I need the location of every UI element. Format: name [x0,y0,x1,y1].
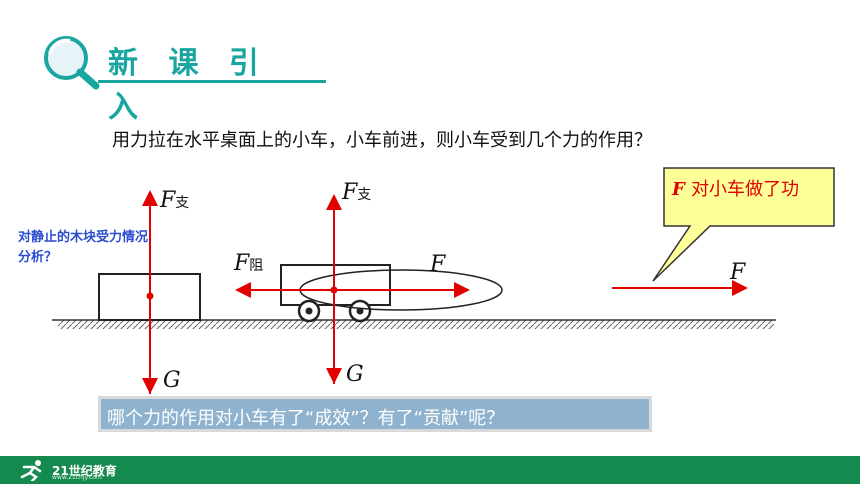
section-header: 新 课 引 入 [40,30,326,125]
title-underline [98,80,326,83]
label-support-block: F支 [160,188,190,213]
force-diagram [52,167,835,394]
bottom-question-text: 哪个力的作用对小车有了“成效”？有了“贡献”呢？ [107,408,505,429]
callout-f: F [672,179,685,200]
label-resistance: F阻 [234,251,264,276]
magnifier-logo-icon [44,36,100,90]
label-support-cart: F支 [342,180,372,205]
label-gravity-cart: G [346,362,364,387]
label-pull-right: F [730,260,746,285]
footer-bar: 21世纪教育 www.21cnjy.com [0,456,860,484]
label-pull-cart: F [430,252,446,277]
question-text: 用力拉在水平桌面上的小车，小车前进，则小车受到几个力的作用？ [112,130,652,151]
cart-center-dot [330,286,338,294]
footer-brand: 21世纪教育 [52,464,117,478]
callout-label: 对小车做了功 [691,179,800,200]
ground-hatch [58,320,774,329]
label-gravity-block: G [163,368,181,393]
side-note: 对静止的木块受力情况分析？ [18,230,149,265]
section-title: 新 课 引 入 [108,46,269,125]
work-callout [652,167,835,282]
footer-url: www.21cnjy.com [52,474,102,481]
callout-text: F 对小车做了功 [672,175,832,201]
block-center-dot [146,292,154,300]
cart-body [280,264,391,306]
runner-logo-icon [20,460,42,481]
bottom-question-banner: 哪个力的作用对小车有了“成效”？有了“贡献”呢？ [98,396,652,432]
